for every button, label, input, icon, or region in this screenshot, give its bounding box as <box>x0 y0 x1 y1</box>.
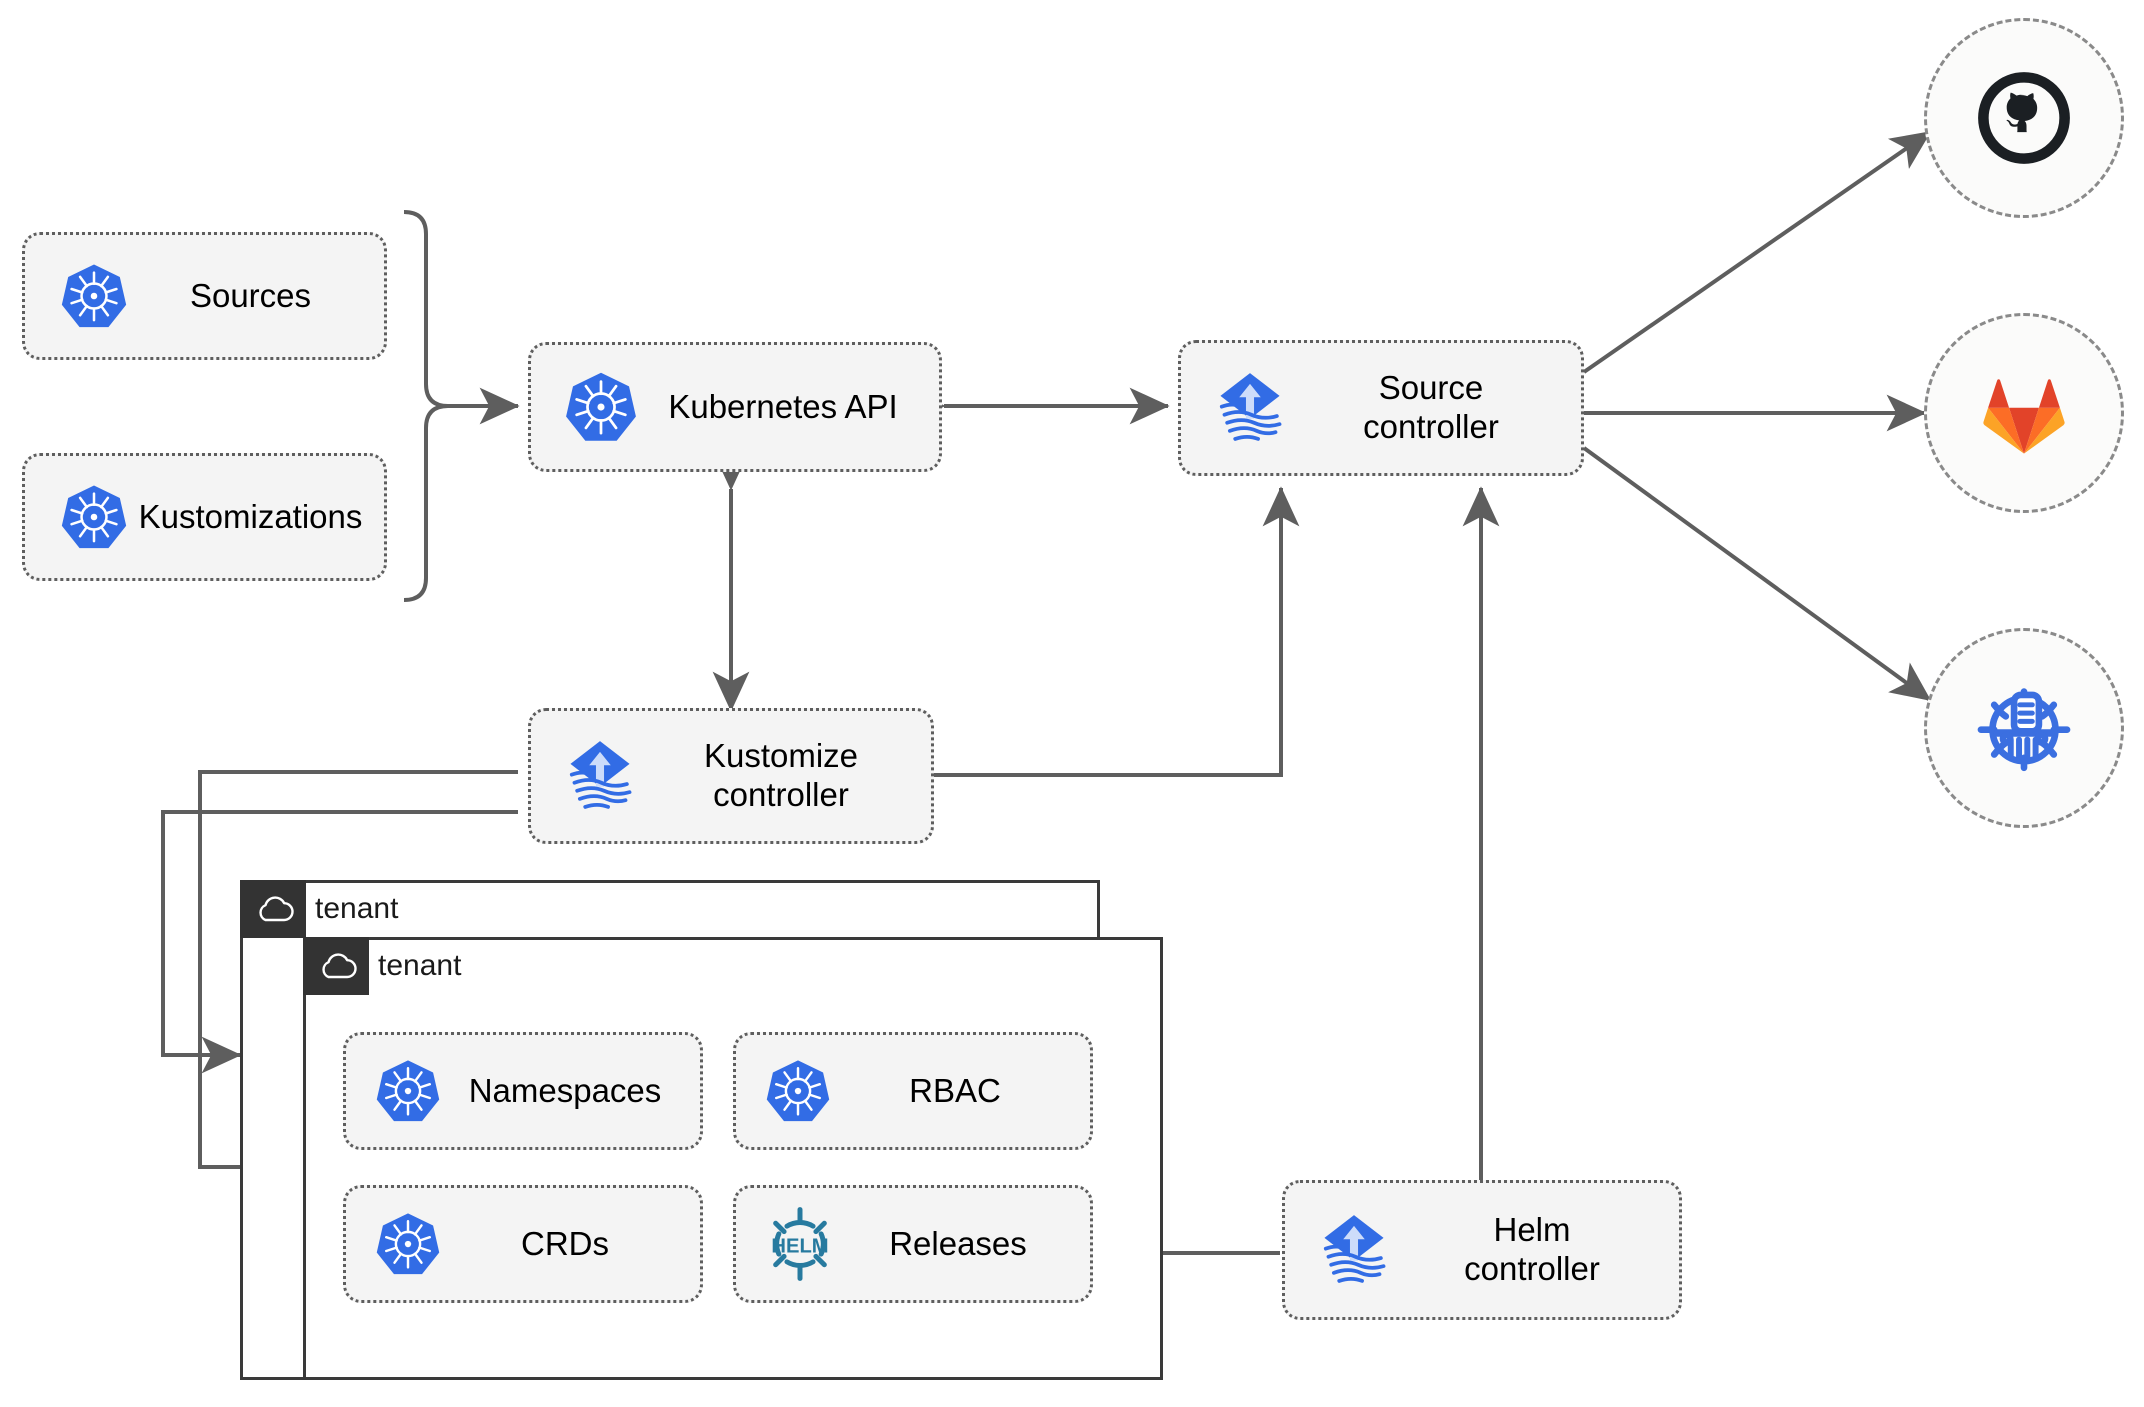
node-label: Helm controller <box>1464 1211 1600 1287</box>
node-sources[interactable]: Sources <box>22 232 387 360</box>
node-kubernetes-api[interactable]: Kubernetes API <box>528 342 942 472</box>
kubernetes-icon <box>59 261 129 331</box>
edge-source-to-bucket <box>1582 446 1932 702</box>
provider-github[interactable] <box>1924 18 2124 218</box>
provider-helm-repository[interactable] <box>1924 628 2124 828</box>
tenant-label-front: tenant <box>378 949 462 982</box>
node-label: Kubernetes API <box>668 387 898 425</box>
node-label: Source controller <box>1363 369 1499 445</box>
node-crds[interactable]: CRDs <box>343 1185 703 1303</box>
node-label: RBAC <box>909 1071 1001 1109</box>
gitlab-icon <box>1983 379 2065 454</box>
github-icon <box>1978 72 2070 164</box>
node-label: CRDs <box>521 1224 609 1262</box>
helm-icon: HELM <box>762 1206 838 1282</box>
tenant-label-back: tenant <box>315 892 399 925</box>
node-label: Kustomizations <box>138 497 363 535</box>
node-label: Sources <box>189 276 312 314</box>
flux-icon <box>1311 1207 1397 1293</box>
kubernetes-icon <box>764 1057 832 1125</box>
flux-icon <box>1207 365 1293 451</box>
node-label: Releases <box>889 1224 1027 1262</box>
kubernetes-icon <box>374 1210 442 1278</box>
helm-repository-icon <box>1977 688 2071 772</box>
flux-icon <box>557 733 643 819</box>
cloud-icon <box>322 953 357 979</box>
node-rbac[interactable]: RBAC <box>733 1032 1093 1150</box>
tenant-tab-back <box>240 880 306 938</box>
tenant-tab-front <box>303 937 369 995</box>
kubernetes-icon <box>374 1057 442 1125</box>
node-namespaces[interactable]: Namespaces <box>343 1032 703 1150</box>
node-kustomizations[interactable]: Kustomizations <box>22 453 387 581</box>
node-kustomize-controller[interactable]: Kustomize controller <box>528 708 934 844</box>
provider-gitlab[interactable] <box>1924 313 2124 513</box>
node-source-controller[interactable]: Source controller <box>1178 340 1584 476</box>
node-releases[interactable]: HELM Releases <box>733 1185 1093 1303</box>
edge-source-to-github <box>1582 130 1932 374</box>
node-label: Kustomize controller <box>703 737 859 813</box>
kubernetes-icon <box>59 482 129 552</box>
node-helm-controller[interactable]: Helm controller <box>1282 1180 1682 1320</box>
edge-kustomize-to-source <box>934 486 1300 777</box>
edge-group-bracket <box>403 210 449 602</box>
helm-wordmark: HELM <box>771 1235 828 1257</box>
tenant-panel-front: tenant <box>303 937 1163 1380</box>
node-label: Namespaces <box>468 1071 662 1109</box>
kubernetes-icon <box>563 369 639 445</box>
cloud-icon <box>259 896 294 922</box>
